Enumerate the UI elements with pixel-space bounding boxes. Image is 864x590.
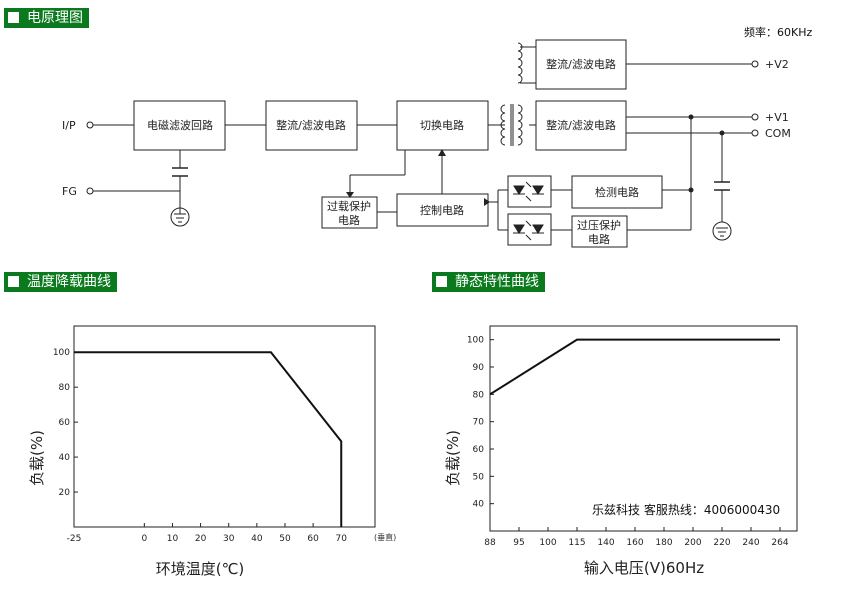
- terminal-ip: [86, 121, 94, 129]
- x-tick-label: 88: [484, 538, 496, 548]
- x-tick-label: 0: [141, 534, 147, 544]
- terminal-com: [751, 129, 759, 137]
- optocoupler-1: [507, 175, 552, 208]
- optocoupler-2: [507, 213, 552, 246]
- y-tick-label: 80: [473, 390, 485, 400]
- detect-label: 检测电路: [595, 185, 639, 199]
- frequency-label: 频率：60KHz: [744, 26, 813, 39]
- overvoltage-label-2: 电路: [588, 233, 610, 246]
- rectifier-v1-label: 整流/滤波电路: [546, 118, 616, 132]
- y-axis-title: 负载(%): [28, 430, 46, 486]
- schematic-diagram: 电磁滤波回路 整流/滤波电路 切换电路 整流/滤波电路 整流/滤波电路 检测电路…: [62, 39, 791, 248]
- rectifier-v2-label: 整流/滤波电路: [546, 57, 616, 71]
- terminal-v2: [751, 60, 759, 68]
- square-bullet-icon: [8, 12, 19, 23]
- x-tick-label: 10: [167, 534, 179, 544]
- ground-icon: [170, 207, 190, 227]
- x-tick-label: 20: [195, 534, 207, 544]
- y-tick-label: 60: [59, 418, 71, 428]
- section-header-schematic: 电原理图: [4, 8, 89, 28]
- terminal-com-label: COM: [765, 127, 791, 140]
- terminal-v1-label: +V1: [765, 111, 789, 124]
- y-tick-label: 100: [467, 336, 484, 346]
- x-tick-label: 60: [307, 534, 319, 544]
- x-tick-label: 264: [771, 538, 788, 548]
- emi-label: 电磁滤波回路: [147, 119, 213, 132]
- section-header-static: 静态特性曲线: [432, 272, 545, 292]
- x-tick-label: 115: [568, 538, 585, 548]
- static-chart: 40 50 60 70 80 90 100 88 95 100 115 140 160 180 200 22…: [444, 325, 798, 577]
- y-tick-label: 90: [473, 363, 485, 373]
- overvoltage-protect-block: [571, 215, 628, 248]
- section-header-derating: 温度降载曲线: [4, 272, 117, 292]
- y-tick-label: 60: [473, 445, 485, 455]
- x-tick-label: 95: [513, 538, 524, 548]
- terminal-v2-label: +V2: [765, 58, 789, 71]
- section-title: 温度降载曲线: [27, 274, 111, 290]
- terminal-ip-label: I/P: [62, 119, 76, 132]
- transformer-icon: [517, 42, 536, 84]
- overload-label-2: 电路: [338, 214, 360, 227]
- chart-annotation: 乐兹科技 客服热线：4006000430: [592, 502, 780, 517]
- x-axis-title: 环境温度(℃): [156, 560, 245, 578]
- y-tick-label: 80: [59, 383, 71, 393]
- x-tick-label: -25: [67, 534, 82, 544]
- y-axis-title: 负载(%): [444, 430, 462, 486]
- x-tick-label: 70: [336, 534, 348, 544]
- x-tick-label: 240: [742, 538, 759, 548]
- plot-frame: [73, 325, 376, 528]
- transformer-icon: [500, 104, 523, 146]
- x-tick-label: 140: [597, 538, 614, 548]
- ground-icon: [712, 221, 732, 241]
- y-tick-label: 50: [473, 472, 485, 482]
- rectifier-label: 整流/滤波电路: [276, 118, 346, 132]
- control-label: 控制电路: [420, 203, 464, 217]
- x-tick-label: 40: [251, 534, 263, 544]
- y-tick-label: 70: [473, 418, 485, 428]
- terminal-v1: [751, 113, 759, 121]
- overload-label-1: 过载保护: [327, 199, 371, 213]
- x-axis-title: 输入电压(V)60Hz: [584, 559, 704, 577]
- series-line: [74, 351, 343, 527]
- terminal-fg: [86, 187, 94, 195]
- y-tick-label: 40: [59, 453, 71, 463]
- y-tick-label: 100: [53, 348, 70, 358]
- x-tick-label: 200: [684, 538, 701, 548]
- derating-chart: 20 40 60 80 100 -25 0 10 20 30 40 50 60 70 (垂直) 环境温度…: [28, 325, 396, 578]
- optocoupler-icon: [513, 220, 544, 241]
- optocoupler-icon: [513, 181, 544, 202]
- terminal-fg-label: FG: [62, 185, 77, 198]
- switch-label: 切换电路: [420, 118, 464, 132]
- x-tick-label: 30: [223, 534, 235, 544]
- x-tick-label: 180: [655, 538, 672, 548]
- x-axis-extra-label: (垂直): [374, 532, 396, 542]
- plot-frame: [489, 325, 798, 532]
- section-title: 电原理图: [27, 10, 83, 26]
- y-tick-label: 20: [59, 488, 71, 498]
- y-tick-label: 40: [473, 500, 485, 510]
- section-title: 静态特性曲线: [455, 274, 539, 290]
- square-bullet-icon: [8, 276, 19, 287]
- x-tick-label: 220: [713, 538, 730, 548]
- square-bullet-icon: [436, 276, 447, 287]
- x-tick-label: 50: [279, 534, 291, 544]
- overvoltage-label-1: 过压保护: [577, 218, 621, 232]
- detect-block: [571, 175, 663, 209]
- x-tick-label: 100: [539, 538, 556, 548]
- x-tick-label: 160: [626, 538, 643, 548]
- series-line: [489, 338, 780, 396]
